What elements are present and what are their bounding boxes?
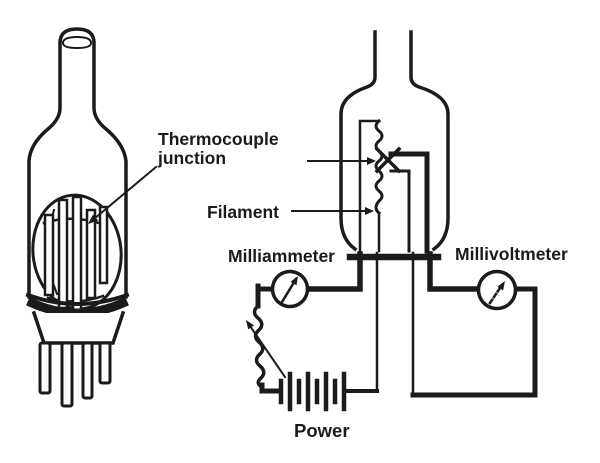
tube-bottle-outline — [27, 27, 128, 299]
thermocouple-pointer-arrowhead-left — [88, 214, 99, 224]
rheostat-zigzag — [252, 303, 266, 390]
filament-zigzag — [374, 118, 384, 216]
gauge-tube-left-wall — [339, 30, 377, 252]
filament-label: Filament — [207, 202, 279, 222]
tube-base-cup — [31, 310, 126, 345]
thermocouple-lead-thin — [389, 169, 411, 253]
rheostat-bottom-wire — [259, 382, 283, 394]
rheostat-arrow-line — [246, 321, 287, 379]
circuit-schematic — [246, 30, 538, 412]
tube-pin — [38, 341, 52, 395]
electrode-post — [43, 213, 55, 297]
milliammeter-wire-left — [255, 283, 275, 309]
tube-base-ring-top — [25, 292, 130, 306]
thermocouple-pointer-arrowhead-right — [367, 157, 376, 165]
milliammeter-wire-right — [304, 251, 363, 292]
thermocouple-junction-label-line2: junction — [157, 148, 226, 168]
filament-pointer-arrowhead — [365, 207, 374, 215]
label-pointers — [88, 157, 376, 224]
milliammeter-symbol — [270, 269, 310, 309]
millivoltmeter-wire-left — [427, 251, 482, 292]
vacuum-tube-illustration — [25, 27, 130, 408]
electrode-post — [71, 195, 83, 313]
milliammeter-label: Milliammeter — [228, 246, 335, 266]
electrode-post — [57, 198, 69, 310]
tube-pin — [98, 341, 112, 385]
milliammeter-needle-arrowhead — [290, 276, 298, 286]
thermocouple-pointer-line-left — [92, 165, 158, 221]
electrode-post — [98, 205, 109, 285]
thermocouple-lead-thick — [388, 151, 430, 254]
tube-pin — [81, 341, 94, 400]
battery-symbol — [278, 371, 347, 412]
tube-pin — [60, 341, 74, 408]
tube-neck-rim — [61, 35, 93, 50]
filament-top-lead — [358, 119, 380, 253]
electrode-post — [85, 208, 97, 300]
millivoltmeter-wire-right-loop — [410, 286, 538, 398]
millivoltmeter-dial — [476, 269, 518, 311]
millivoltmeter-label: Millivoltmeter — [455, 244, 568, 264]
millivoltmeter-symbol — [476, 269, 518, 311]
thermocouple-junction-label-line1: Thermocouple — [158, 129, 279, 149]
gauge-tube-right-wall — [409, 30, 450, 252]
rheostat-arrowhead — [246, 320, 254, 330]
millivoltmeter-needle-arrowhead — [497, 281, 505, 291]
power-label: Power — [294, 420, 350, 441]
